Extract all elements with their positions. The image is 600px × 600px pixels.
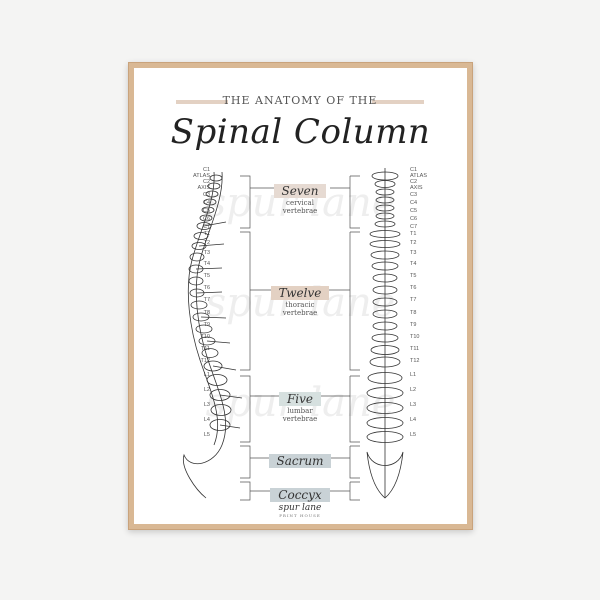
- region-count: Sacrum: [268, 454, 332, 468]
- region-thoracic: Twelve thoracic vertebrae: [260, 282, 340, 317]
- region-cervical: Seven cervical vertebrae: [260, 180, 340, 215]
- vertebra-label: C6: [202, 216, 210, 222]
- poster-eyebrow: THE ANATOMY OF THE: [222, 94, 378, 107]
- vertebra-label: T3: [410, 250, 417, 256]
- vertebra-label: T12: [410, 358, 420, 364]
- region-name: thoracic: [285, 301, 315, 309]
- region-coccyx: Coccyx: [260, 484, 340, 503]
- maker-subtitle: PRINT HOUSE: [279, 513, 321, 518]
- vertebra-label: T6: [410, 285, 417, 291]
- vertebra-label: T4: [410, 261, 417, 267]
- region-count: Seven: [273, 184, 327, 198]
- vertebra-label: T7: [410, 297, 417, 303]
- vertebra-label: T9: [410, 322, 417, 328]
- vertebra-label: T4: [203, 261, 210, 267]
- vertebra-label: C5: [202, 208, 210, 214]
- vertebra-label: T11: [410, 346, 420, 352]
- vertebra-label: L2: [203, 387, 210, 393]
- region-name: cervical: [286, 199, 314, 207]
- vertebra-label: ATLAS: [192, 173, 210, 179]
- maker-logo: spur lane PRINT HOUSE: [260, 503, 340, 518]
- region-count: Twelve: [270, 286, 330, 300]
- vertebra-label: AXIS: [197, 185, 210, 191]
- vertebra-label: L4: [203, 417, 210, 423]
- vertebra-label: T2: [203, 240, 210, 246]
- vertebra-label: L1: [203, 372, 210, 378]
- vertebra-label: C7: [202, 224, 210, 230]
- vertebra-label: C1: [202, 167, 210, 173]
- region-sacrum: Sacrum: [260, 450, 340, 469]
- region-lumbar: Five lumbar vertebrae: [260, 388, 340, 423]
- maker-name: spur lane: [278, 503, 322, 513]
- vertebra-label: L5: [203, 432, 210, 438]
- vertebra-label: T5: [203, 273, 210, 279]
- region-count: Five: [278, 392, 322, 406]
- region-unit: vertebrae: [282, 309, 318, 317]
- vertebra-label: L2: [410, 387, 417, 393]
- vertebra-label: T6: [203, 285, 210, 291]
- region-unit: vertebrae: [282, 207, 318, 215]
- poster-title: Spinal Column: [170, 112, 431, 152]
- lateral-spine-drawing: [182, 171, 243, 499]
- vertebra-label: C5: [410, 208, 418, 214]
- vertebra-label: L3: [203, 402, 210, 408]
- vertebra-label: C4: [202, 200, 210, 206]
- title-rule-right: [372, 100, 424, 104]
- vertebra-label: C4: [410, 200, 418, 206]
- vertebra-label: T3: [203, 250, 210, 256]
- vertebra-label: C7: [410, 224, 418, 230]
- vertebra-label: T1: [410, 231, 417, 237]
- vertebra-label: AXIS: [410, 185, 423, 191]
- region-unit: vertebrae: [282, 415, 318, 423]
- vertebra-label: C2: [410, 179, 418, 185]
- vertebra-label: T2: [410, 240, 417, 246]
- vertebra-label: ATLAS: [410, 173, 428, 179]
- vertebra-label: L4: [410, 417, 417, 423]
- vertebra-label: L3: [410, 402, 417, 408]
- vertebra-label: C6: [410, 216, 418, 222]
- vertebra-label: T10: [410, 334, 420, 340]
- vertebra-label: C3: [410, 192, 418, 198]
- vertebra-label: T7: [203, 297, 210, 303]
- vertebra-label: L1: [410, 372, 417, 378]
- vertebra-label: T5: [410, 273, 417, 279]
- posterior-spine-drawing: [366, 168, 404, 499]
- region-name: lumbar: [287, 407, 313, 415]
- vertebra-label: C2: [202, 179, 210, 185]
- vertebra-label: L5: [410, 432, 417, 438]
- vertebra-label: C1: [410, 167, 418, 173]
- vertebra-label: T12: [200, 358, 210, 364]
- region-count: Coccyx: [270, 488, 330, 502]
- title-rule-left: [176, 100, 228, 104]
- vertebra-label: T8: [203, 310, 210, 316]
- vertebra-label: T8: [410, 310, 417, 316]
